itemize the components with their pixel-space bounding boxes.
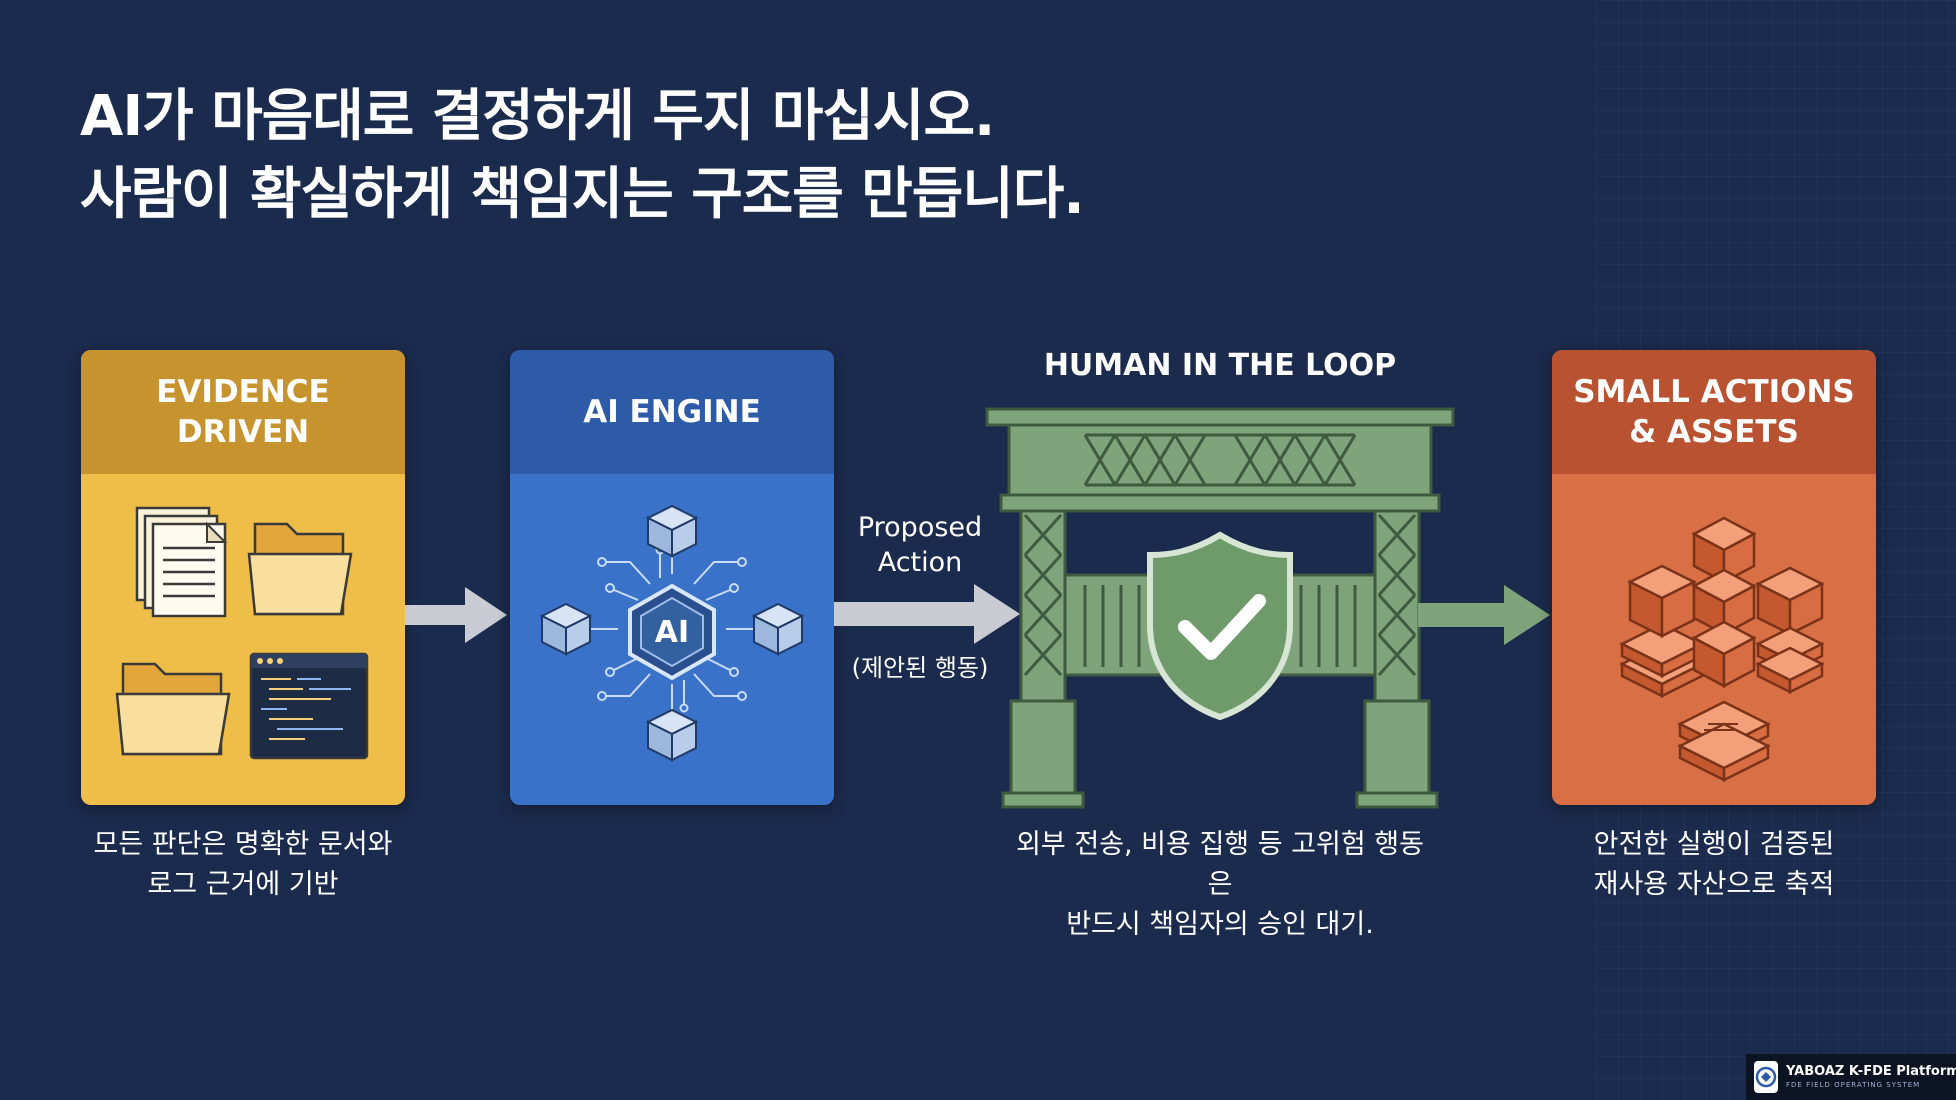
cube-icon bbox=[645, 504, 699, 558]
code-window-icon bbox=[249, 652, 369, 760]
hitl-caption: 외부 전송, 비용 집행 등 고위험 행동은 반드시 책임자의 승인 대기. bbox=[1010, 825, 1430, 945]
small-actions-assets-header: SMALL ACTIONS & ASSETS bbox=[1552, 350, 1876, 474]
evidence-caption-line-1: 모든 판단은 명확한 문서와 bbox=[93, 829, 393, 860]
evidence-caption-line-2: 로그 근거에 기반 bbox=[147, 869, 339, 900]
evidence-header-line-2: DRIVEN bbox=[176, 414, 310, 450]
page-title: AI가 마음대로 결정하게 두지 마십시오. 사람이 확실하게 책임지는 구조를… bbox=[80, 78, 1085, 234]
brand-logo-icon bbox=[1754, 1061, 1778, 1093]
proposed-action-korean: (제안된 행동) bbox=[851, 654, 989, 682]
shield-check-icon bbox=[1147, 531, 1293, 721]
proposed-line-2: Action bbox=[877, 547, 963, 578]
folder-icon bbox=[247, 522, 353, 616]
cube-icon bbox=[751, 602, 805, 656]
human-in-the-loop-title: HUMAN IN THE LOOP bbox=[1043, 348, 1397, 383]
evidence-driven-card: EVIDENCE DRIVEN bbox=[81, 350, 405, 805]
hitl-caption-line-1: 외부 전송, 비용 집행 등 고위험 행동은 bbox=[1016, 829, 1424, 900]
arrow-right-icon bbox=[1418, 585, 1550, 645]
document-stack-icon bbox=[135, 506, 228, 618]
title-line-1: AI가 마음대로 결정하게 두지 마십시오. bbox=[80, 84, 995, 149]
ai-engine-header: AI ENGINE bbox=[510, 350, 834, 474]
ai-chip-icon: AI bbox=[628, 583, 716, 681]
evidence-driven-header: EVIDENCE DRIVEN bbox=[81, 350, 405, 474]
footer-brand-subtitle: FDE FIELD OPERATING SYSTEM bbox=[1786, 1081, 1921, 1089]
cube-icon bbox=[645, 708, 699, 762]
arrow-right-icon bbox=[405, 587, 507, 643]
proposed-action-label: Proposed Action bbox=[830, 510, 1010, 580]
ai-engine-card: AI ENGINE AI bbox=[510, 350, 834, 805]
assets-caption-line-2: 재사용 자산으로 축적 bbox=[1593, 869, 1835, 900]
folder-icon bbox=[115, 662, 231, 756]
small-actions-assets-body bbox=[1552, 474, 1876, 805]
ai-chip-label: AI bbox=[655, 615, 689, 650]
small-actions-assets-card: SMALL ACTIONS & ASSETS bbox=[1552, 350, 1876, 805]
cube-icon bbox=[539, 602, 593, 656]
proposed-line-1: Proposed bbox=[857, 512, 983, 543]
assets-header-line-1: SMALL ACTIONS bbox=[1573, 374, 1855, 410]
hitl-caption-line-2: 반드시 책임자의 승인 대기. bbox=[1066, 909, 1374, 940]
evidence-header-line-1: EVIDENCE bbox=[156, 374, 330, 410]
evidence-caption: 모든 판단은 명확한 문서와 로그 근거에 기반 bbox=[33, 825, 453, 905]
title-line-2: 사람이 확실하게 책임지는 구조를 만듭니다. bbox=[80, 162, 1085, 227]
block-stack-icon bbox=[1619, 516, 1825, 783]
footer-brand: YABOAZ K-FDE Platform FDE FIELD OPERATIN… bbox=[1746, 1054, 1956, 1100]
footer-brand-name: YABOAZ K-FDE Platform bbox=[1786, 1064, 1956, 1079]
arrow-right-icon bbox=[834, 584, 1020, 644]
assets-caption: 안전한 실행이 검증된 재사용 자산으로 축적 bbox=[1504, 825, 1924, 905]
ai-engine-body: AI bbox=[510, 474, 834, 805]
evidence-driven-body bbox=[81, 474, 405, 805]
assets-header-line-2: & ASSETS bbox=[1629, 414, 1799, 450]
assets-caption-line-1: 안전한 실행이 검증된 bbox=[1593, 829, 1835, 860]
gate-icon bbox=[985, 407, 1455, 809]
